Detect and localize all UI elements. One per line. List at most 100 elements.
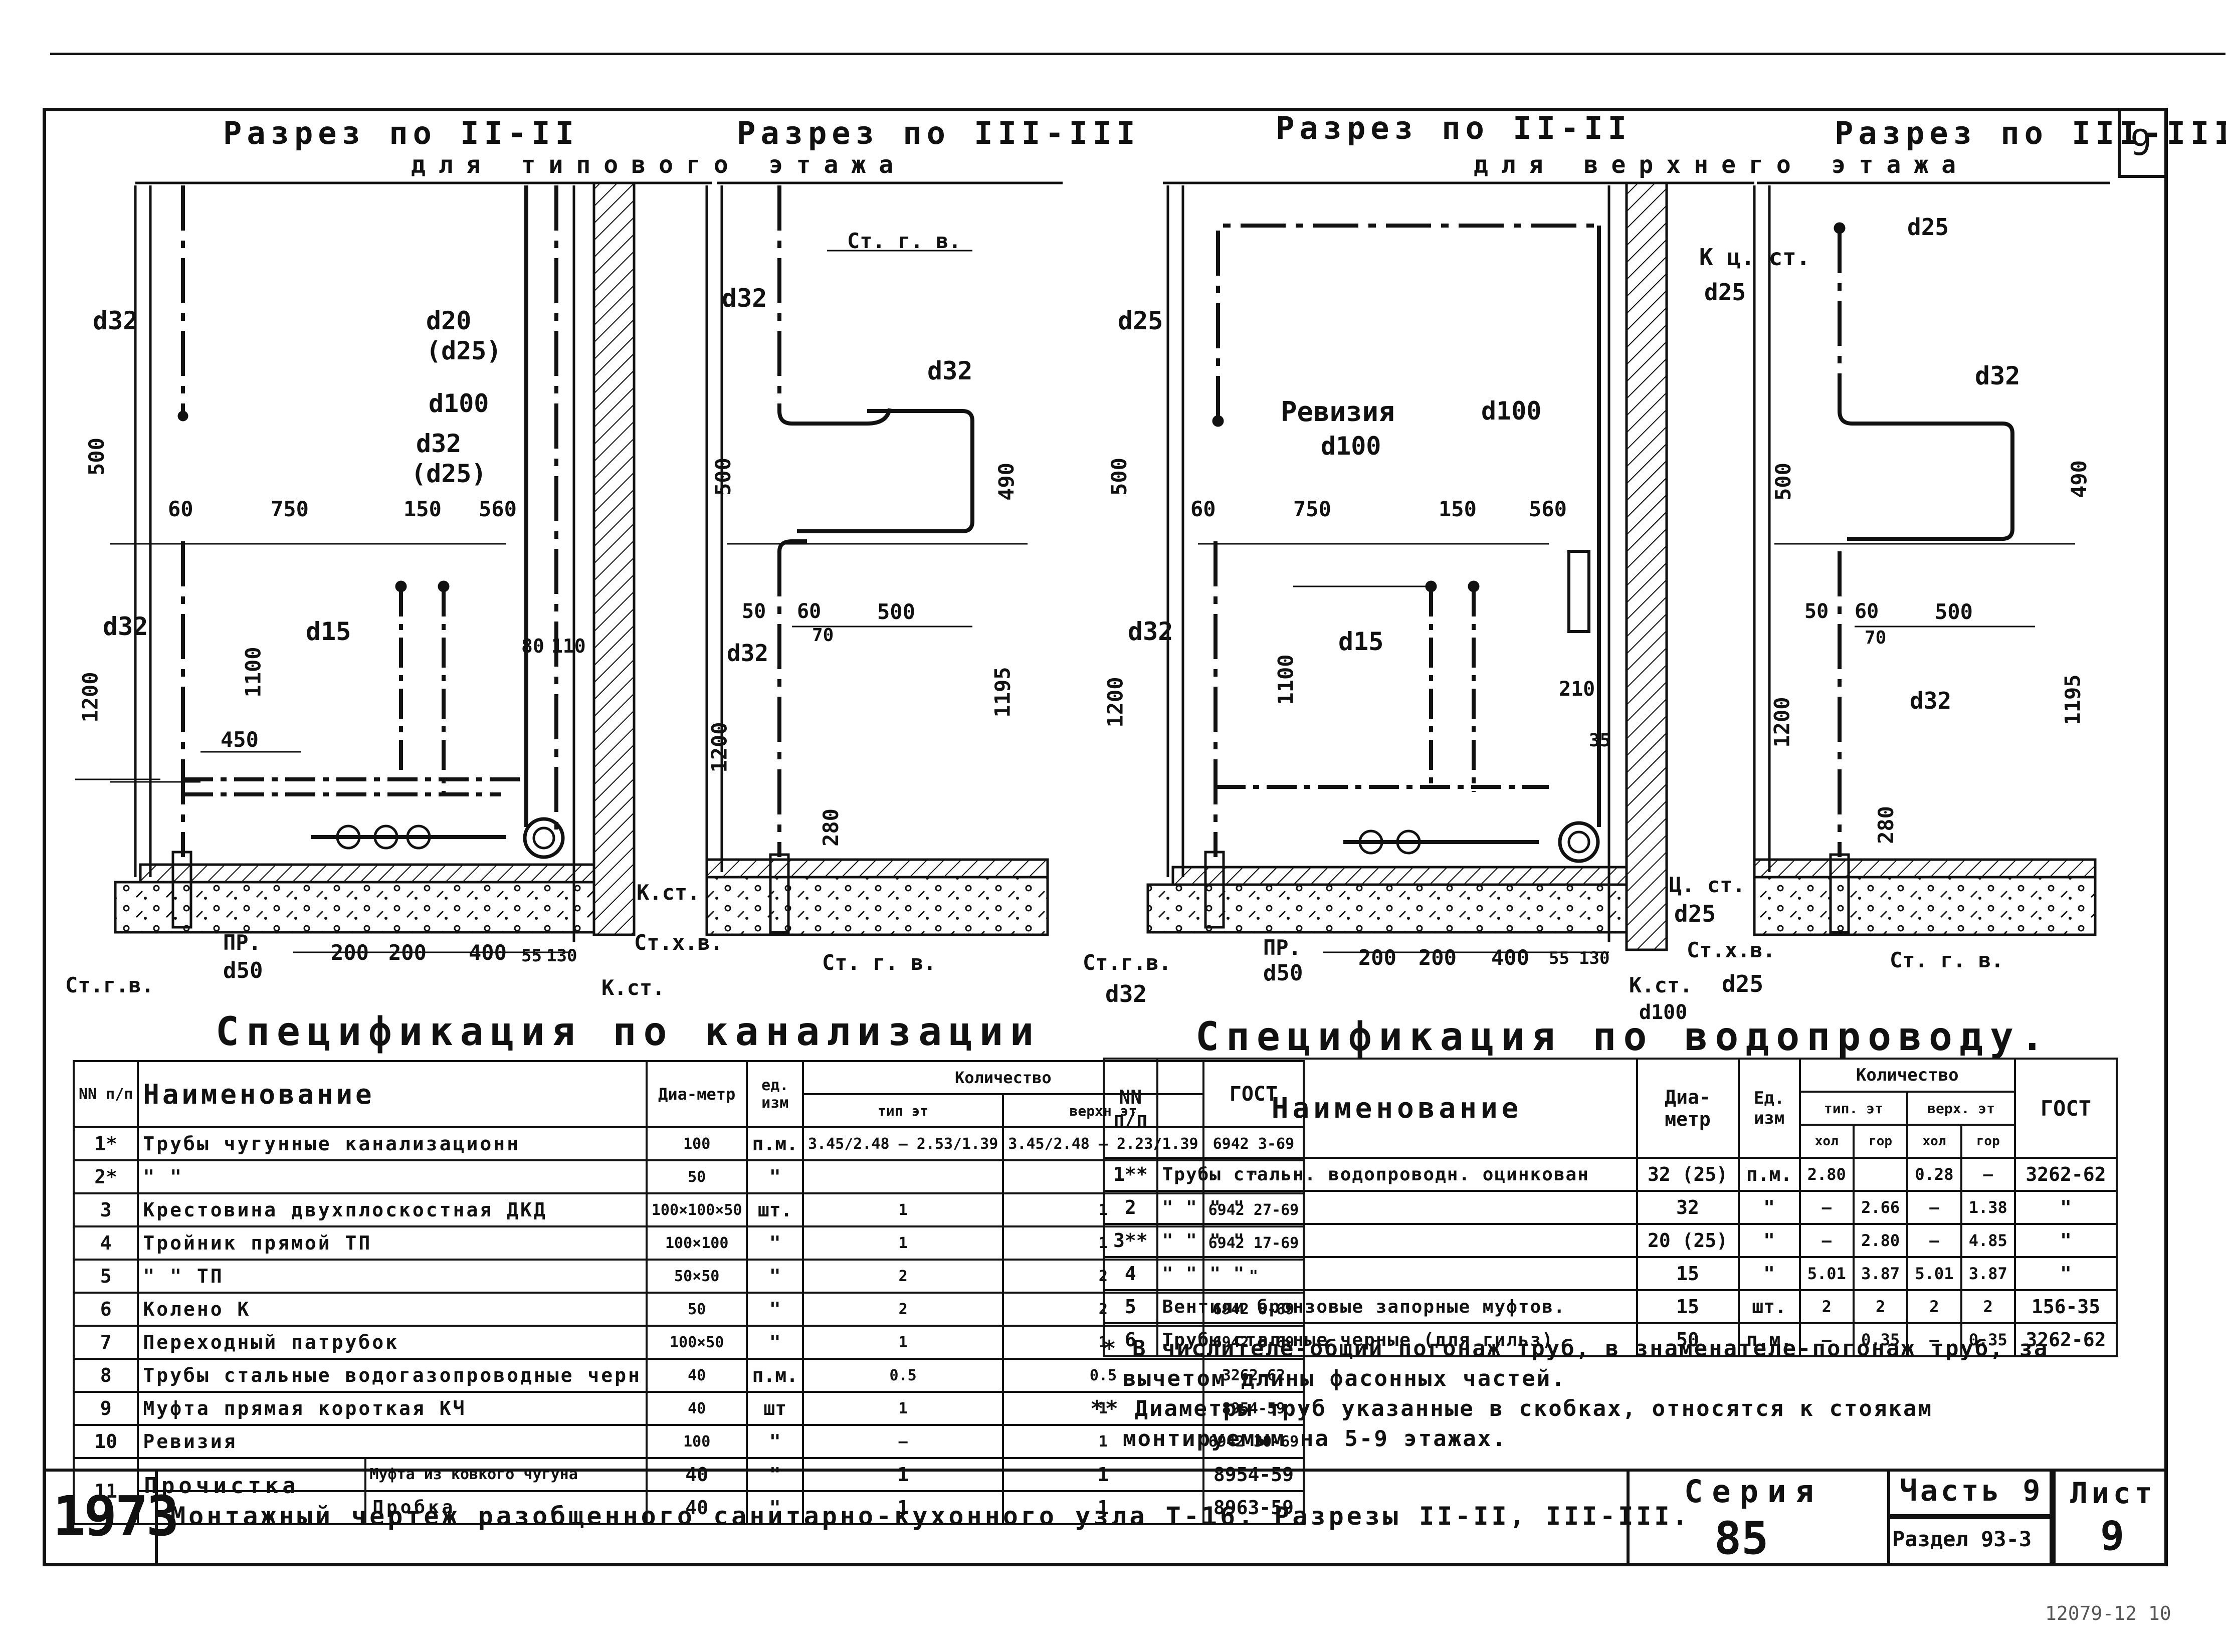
water-col-diam: Диа-метр	[1636, 1058, 1740, 1159]
sewer-cell-t: 1	[801, 1192, 1004, 1227]
section-3-upper	[1753, 185, 2097, 936]
label-60: 60	[168, 497, 193, 521]
label-210: 210	[1559, 678, 1595, 701]
water-cell-c2: —	[1906, 1322, 1962, 1357]
label-st-g-v-bottom: Ст. г. в.	[822, 950, 936, 975]
note-line-3: ** Диаметры труб указанные в скобках, от…	[1090, 1396, 1933, 1421]
label-150-upper: 150	[1439, 497, 1477, 521]
water-cell-u: шт.	[1737, 1289, 1801, 1324]
label-1200-upper: 1200	[1103, 677, 1128, 728]
sewer-cell-u: шт	[746, 1391, 804, 1426]
label-1100-upper: 1100	[1273, 654, 1298, 705]
section-box	[1887, 1516, 2053, 1566]
sewer-cell-name: " " ТП	[137, 1259, 648, 1294]
water-cell-h1: 2	[1852, 1289, 1909, 1324]
water-cell-g: "	[2013, 1190, 2118, 1225]
sewer-cell-up: 1	[1002, 1391, 1204, 1426]
sewer-cell-t: 3.45/2.48 — 2.53/1.39	[801, 1126, 1004, 1161]
water-cell-u: п.м.	[1737, 1322, 1801, 1357]
label-490-upper: 490	[2066, 460, 2091, 498]
section-2-typical	[75, 181, 636, 953]
sewer-cell-t: 2	[801, 1259, 1004, 1294]
water-cell-c1: 2.80	[1798, 1157, 1855, 1192]
note-line-4: монтируемым на 5-9 этажах.	[1123, 1426, 1507, 1452]
water-cell-h2: 1.38	[1960, 1190, 2016, 1225]
sewer-cell-d: 100	[645, 1126, 748, 1161]
water-col-qty-typ: тип. эт	[1798, 1091, 1909, 1126]
water-cell-d: 32 (25)	[1636, 1157, 1740, 1192]
label-d25-c-st: d25	[1674, 900, 1716, 927]
section-3-typical	[705, 185, 1049, 936]
water-cell-h2: 2	[1960, 1289, 2016, 1324]
drawing-frame	[43, 108, 2168, 1566]
label-st-g-v-upper: Ст.г.в.	[1083, 950, 1172, 975]
label-st-g-v-left: Ст.г.в.	[65, 973, 154, 997]
label-280: 280	[818, 808, 843, 847]
sewer-cell-t: 2	[801, 1292, 1004, 1327]
label-d32-iii-low: d32	[727, 640, 769, 667]
label-60-upper: 60	[1190, 497, 1216, 521]
sewer-cell-up: 1	[1002, 1457, 1204, 1492]
label-500-iii-h: 500	[877, 599, 915, 624]
water-row: 3**" " " "20 (25)"—2.80—4.85"	[1103, 1223, 2118, 1258]
top-rule	[50, 53, 2225, 55]
water-col-num: NN п/п	[1103, 1058, 1158, 1159]
water-cell-name: " " " "	[1156, 1190, 1638, 1225]
sewer-cell-u: "	[746, 1457, 804, 1492]
water-cell-g: 156-35	[2013, 1289, 2118, 1324]
water-cell-c2: 2	[1906, 1289, 1962, 1324]
sewer-cell-name: Переходный патрубок	[137, 1325, 648, 1360]
label-d32-lower: d32	[103, 612, 148, 641]
water-col-hot-1: гор	[1852, 1124, 1909, 1159]
label-400-upper: 400	[1491, 945, 1529, 970]
label-490: 490	[993, 463, 1019, 501]
sewer-cell-t: 1	[801, 1457, 1004, 1492]
heading-section-2-right: Разрез по II-II	[1276, 110, 1632, 146]
water-cell-n: 3**	[1103, 1223, 1158, 1258]
water-cell-c2: 0.28	[1906, 1157, 1962, 1192]
label-560-upper: 560	[1529, 497, 1567, 521]
section-2-upper	[1146, 181, 1668, 953]
water-cell-u: "	[1737, 1190, 1801, 1225]
label-50-upper-iii: 50	[1804, 600, 1829, 623]
label-500-upper: 500	[1106, 458, 1131, 496]
water-cell-h2: —	[1960, 1157, 2016, 1192]
section-label: Раздел 93-3	[1892, 1527, 2032, 1551]
sewer-cell-name-11: Прочистка	[144, 1473, 300, 1499]
label-1195-upper: 1195	[2060, 674, 2085, 725]
series-value: 85	[1714, 1512, 1769, 1565]
label-st-g-v-upper-iii: Ст. г. в.	[1890, 948, 2004, 972]
sewer-cell-name: Колено К	[137, 1292, 648, 1327]
water-cell-d: 20 (25)	[1636, 1223, 1740, 1258]
label-d25-paren: (d25)	[426, 336, 502, 365]
sewer-cell-n: 3	[72, 1192, 139, 1227]
sewer-col-diam: Диа-метр	[645, 1060, 748, 1128]
part-label: Часть 9	[1900, 1474, 2044, 1508]
label-d32-upper-left: d32	[1128, 617, 1173, 646]
water-cell-h1: 0.35	[1852, 1322, 1909, 1357]
water-cell-h2: 0.35	[1960, 1322, 2016, 1357]
water-cell-g: "	[2013, 1256, 2118, 1291]
label-d50-upper: d50	[1263, 960, 1303, 986]
water-cell-h2: 4.85	[1960, 1223, 2016, 1258]
sewer-cell-u: п.м.	[746, 1358, 804, 1393]
water-col-cold-1: хол	[1798, 1124, 1855, 1159]
label-d25-paren-2: (d25)	[411, 459, 487, 488]
label-d25-upper-iii: d25	[1907, 214, 1949, 241]
heading-upper-floor: для верхнего этажа	[1474, 151, 1969, 179]
water-cell-h1	[1852, 1157, 1909, 1192]
water-spec-title: Спецификация по водопроводу.	[1195, 1014, 2051, 1060]
sheet-label: Лист	[2070, 1476, 2156, 1510]
sewer-cell-d: 100×50	[645, 1325, 748, 1360]
sewer-cell-name: " "	[137, 1159, 648, 1194]
sewer-cell-n: 2*	[72, 1159, 139, 1194]
sewer-cell-n: 9	[72, 1391, 139, 1426]
sewer-cell-num: 11	[72, 1457, 139, 1525]
sewer-cell-t: 1	[801, 1490, 1004, 1525]
label-d32-left: d32	[93, 306, 138, 335]
